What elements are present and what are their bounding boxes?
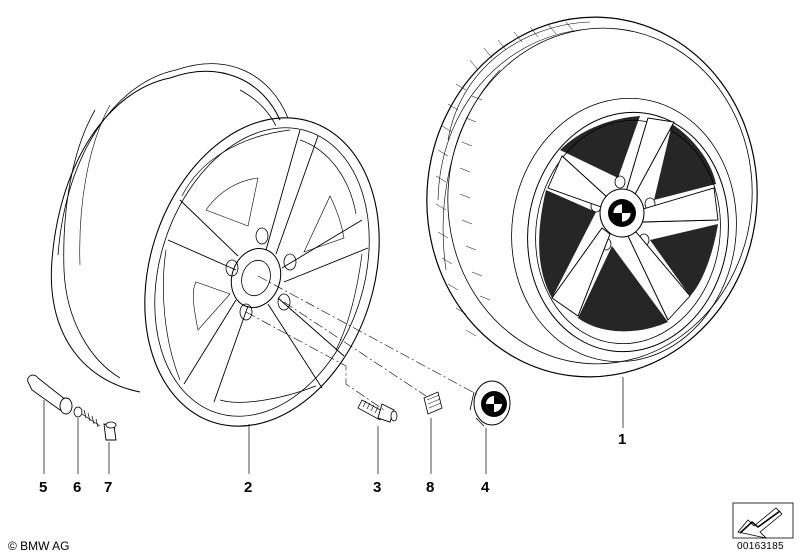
document-number: 00163185 xyxy=(737,541,784,552)
callout-2: 2 xyxy=(244,479,252,496)
balancing-weight xyxy=(423,391,443,415)
callout-3: 3 xyxy=(373,479,381,496)
callout-4: 4 xyxy=(481,479,490,496)
alloy-rim xyxy=(50,63,380,427)
hub-cap xyxy=(469,380,511,427)
callout-5: 5 xyxy=(39,479,47,496)
tire-valve xyxy=(27,374,73,415)
complete-wheel-with-tire xyxy=(426,16,758,378)
arrow-icon xyxy=(732,502,794,539)
wheel-bolt xyxy=(357,399,398,423)
callout-8: 8 xyxy=(426,479,434,496)
bmw-roundel-icon xyxy=(481,391,507,417)
callout-6: 6 xyxy=(73,479,81,496)
valve-cap xyxy=(103,421,117,441)
leader-lines xyxy=(43,377,624,474)
valve-core xyxy=(73,406,101,428)
callout-7: 7 xyxy=(104,479,112,496)
assembly-lines xyxy=(245,275,481,411)
bmw-roundel-icon xyxy=(608,199,636,227)
copyright-text: © BMW AG xyxy=(8,539,70,553)
callout-1: 1 xyxy=(618,431,626,448)
